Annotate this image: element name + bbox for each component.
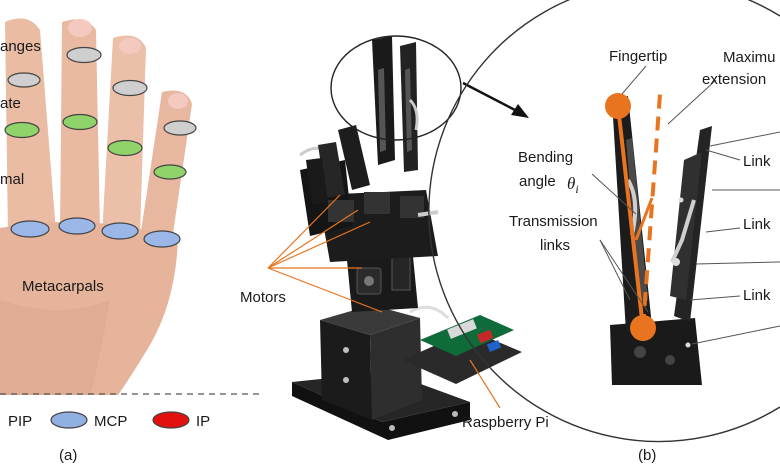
mcp-marker — [101, 222, 139, 240]
theta-symbol: θi — [567, 174, 579, 196]
proximal-label: mal — [0, 171, 24, 188]
pip-marker — [4, 121, 40, 139]
robot-hand-photo — [292, 36, 522, 440]
legend-label-ip: IP — [196, 413, 210, 430]
legend-label-pip: PIP — [8, 413, 32, 430]
bending-angle-label-line2: angle — [519, 173, 556, 190]
motors-label: Motors — [240, 289, 286, 306]
legend-label-mcp: MCP — [94, 413, 127, 430]
caption-b: (b) — [638, 447, 656, 464]
link-label-middle: Link — [743, 216, 771, 233]
zoom-region-circle — [330, 35, 462, 141]
panel-b-callout-lines — [591, 65, 780, 345]
pip-marker — [62, 113, 98, 131]
legend-swatch-mcp — [50, 411, 88, 429]
dip-marker — [163, 120, 197, 136]
max-extension-label-line1: Maximu — [723, 49, 776, 66]
transmission-links-label-line1: Transmission — [509, 213, 598, 230]
mcp-marker — [143, 230, 181, 248]
base-joint-point — [630, 315, 656, 341]
caption-a: (a) — [59, 447, 77, 464]
rpi-callout-line — [469, 359, 501, 409]
transmission-links-label-line2: links — [540, 237, 570, 254]
max-extension-label-line2: extension — [702, 71, 766, 88]
legend-swatch-ip — [152, 411, 190, 429]
phalanges-label: anges — [0, 38, 41, 55]
zoom-finger-photo — [610, 96, 712, 385]
pip-marker — [107, 139, 143, 157]
link-label-top: Link — [743, 153, 771, 170]
motor-callout-lines — [267, 194, 383, 313]
raspberry-pi-label: Raspberry Pi — [462, 414, 549, 431]
bending-angle-label-line1: Bending — [518, 149, 573, 166]
link-label-bottom: Link — [743, 287, 771, 304]
dip-marker — [7, 72, 41, 88]
joint-markers — [4, 46, 197, 248]
metacarpals-label: Metacarpals — [22, 278, 104, 295]
intermediate-label: ate — [0, 95, 21, 112]
dip-marker — [66, 46, 102, 64]
joint-legend: PIP MCP IP — [8, 411, 210, 430]
dip-marker — [112, 79, 148, 97]
zoom-arrow — [462, 81, 529, 118]
fingertip-label: Fingertip — [609, 48, 667, 65]
mcp-marker — [10, 220, 50, 238]
fingertip-point — [605, 93, 631, 119]
mcp-marker — [58, 217, 96, 235]
finger-model-overlay — [605, 93, 662, 341]
pip-marker — [153, 164, 187, 180]
zoom-circle-outline — [428, 0, 780, 443]
